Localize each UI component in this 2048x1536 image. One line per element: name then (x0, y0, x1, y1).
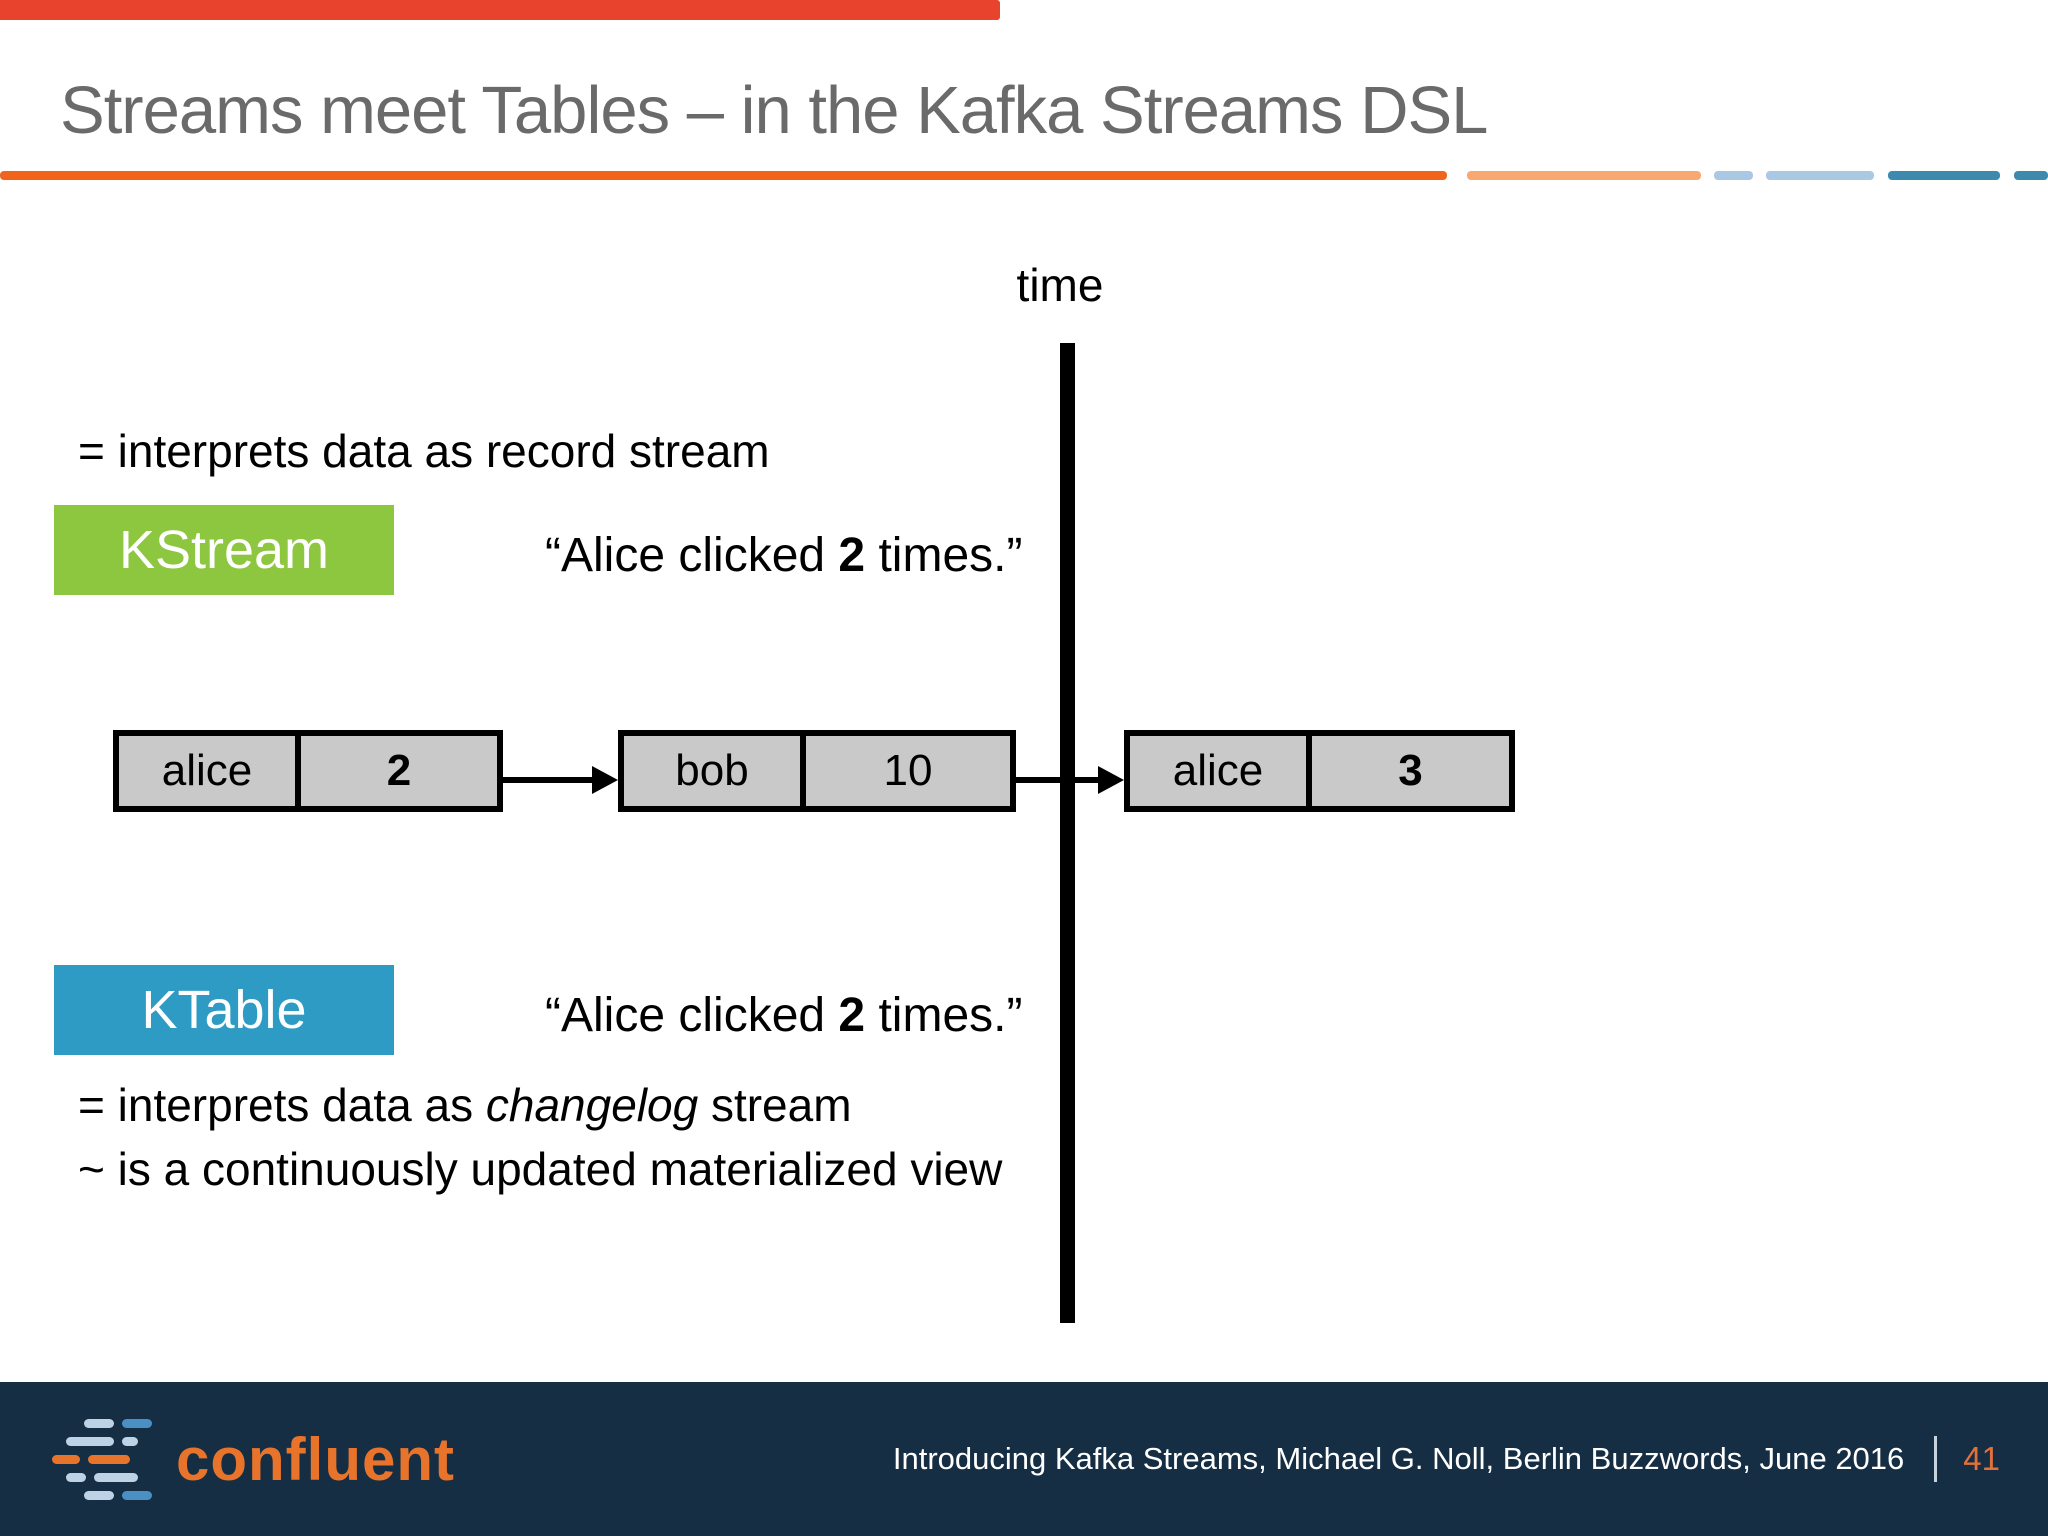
time-axis-line (1060, 343, 1075, 1323)
ktable-label: KTable (141, 980, 307, 1040)
logo-dash (66, 1473, 86, 1482)
footer-credit-group: Introducing Kafka Streams, Michael G. No… (893, 1436, 2000, 1482)
logo-dash (122, 1419, 152, 1428)
title-underline-segment-light-blue (1766, 171, 1874, 180)
record-key-cell: bob (675, 746, 749, 795)
top-progress-bar (0, 0, 1000, 20)
logo-dash (84, 1419, 114, 1428)
ktable-badge: KTable (54, 965, 394, 1055)
logo-dash (94, 1473, 138, 1482)
ktable-definition-suffix: stream (698, 1079, 852, 1131)
title-underline-segment-steel-blue-small (2014, 171, 2048, 180)
confluent-logo: confluent (52, 1417, 455, 1501)
confluent-wordmark: confluent (176, 1425, 455, 1493)
ktable-quote-suffix: times.” (865, 989, 1023, 1042)
confluent-logo-mark-icon (52, 1417, 172, 1501)
footer-separator (1934, 1436, 1938, 1482)
kstream-quote: “Alice clicked 2 times.” (545, 528, 1022, 583)
kstream-definition: = interprets data as record stream (78, 425, 770, 477)
record-value-cell: 2 (295, 736, 497, 806)
title-underline-segment-orange (0, 171, 1447, 180)
slide-title: Streams meet Tables – in the Kafka Strea… (60, 73, 1488, 148)
footer-credit: Introducing Kafka Streams, Michael G. No… (892, 1441, 1905, 1476)
ktable-definition-2: ~ is a continuously updated materialized… (78, 1143, 1003, 1195)
ktable-definition: = interprets data as changelog stream (78, 1078, 852, 1132)
ktable-quote: “Alice clicked 2 times.” (545, 988, 1022, 1043)
record-key-cell: alice (161, 746, 253, 795)
record-key-cell: alice (1172, 746, 1264, 795)
title-underline-segment-steel-blue (1888, 171, 2000, 180)
arrow-shaft (500, 777, 592, 783)
footer-bar: confluent Introducing Kafka Streams, Mic… (0, 1382, 2048, 1536)
footer-page-number: 41 (1963, 1440, 2000, 1477)
logo-dash (88, 1455, 130, 1464)
ktable-definition-prefix: = interprets data as (78, 1079, 486, 1131)
logo-dash (122, 1437, 138, 1446)
record-value-cell: 3 (1306, 736, 1509, 806)
logo-dash (122, 1491, 152, 1500)
ktable-quote-count: 2 (838, 989, 866, 1042)
arrow-head-icon (592, 766, 618, 794)
record-value-cell: 10 (800, 736, 1010, 806)
kstream-badge: KStream (54, 505, 394, 595)
record-arrow-1 (500, 766, 618, 794)
kstream-quote-suffix: times.” (865, 529, 1023, 582)
kstream-label: KStream (118, 520, 330, 580)
time-axis-label: time (1016, 259, 1104, 311)
logo-dash (52, 1455, 80, 1464)
record-arrow-2 (1012, 766, 1124, 794)
title-underline-segment-light-orange (1467, 171, 1701, 180)
kstream-quote-prefix: “Alice clicked (545, 529, 839, 582)
title-underline-segment-light-blue-small (1714, 171, 1753, 180)
record-box-alice-2: alice 2 (113, 730, 503, 812)
kstream-quote-count: 2 (838, 529, 866, 582)
logo-dash (84, 1491, 114, 1500)
ktable-definition-changelog: changelog (485, 1079, 699, 1131)
arrow-head-icon (1098, 766, 1124, 794)
record-box-bob-10: bob 10 (618, 730, 1016, 812)
ktable-quote-prefix: “Alice clicked (545, 989, 839, 1042)
record-box-alice-3: alice 3 (1124, 730, 1515, 812)
logo-dash (66, 1437, 114, 1446)
arrow-shaft (1012, 777, 1098, 783)
